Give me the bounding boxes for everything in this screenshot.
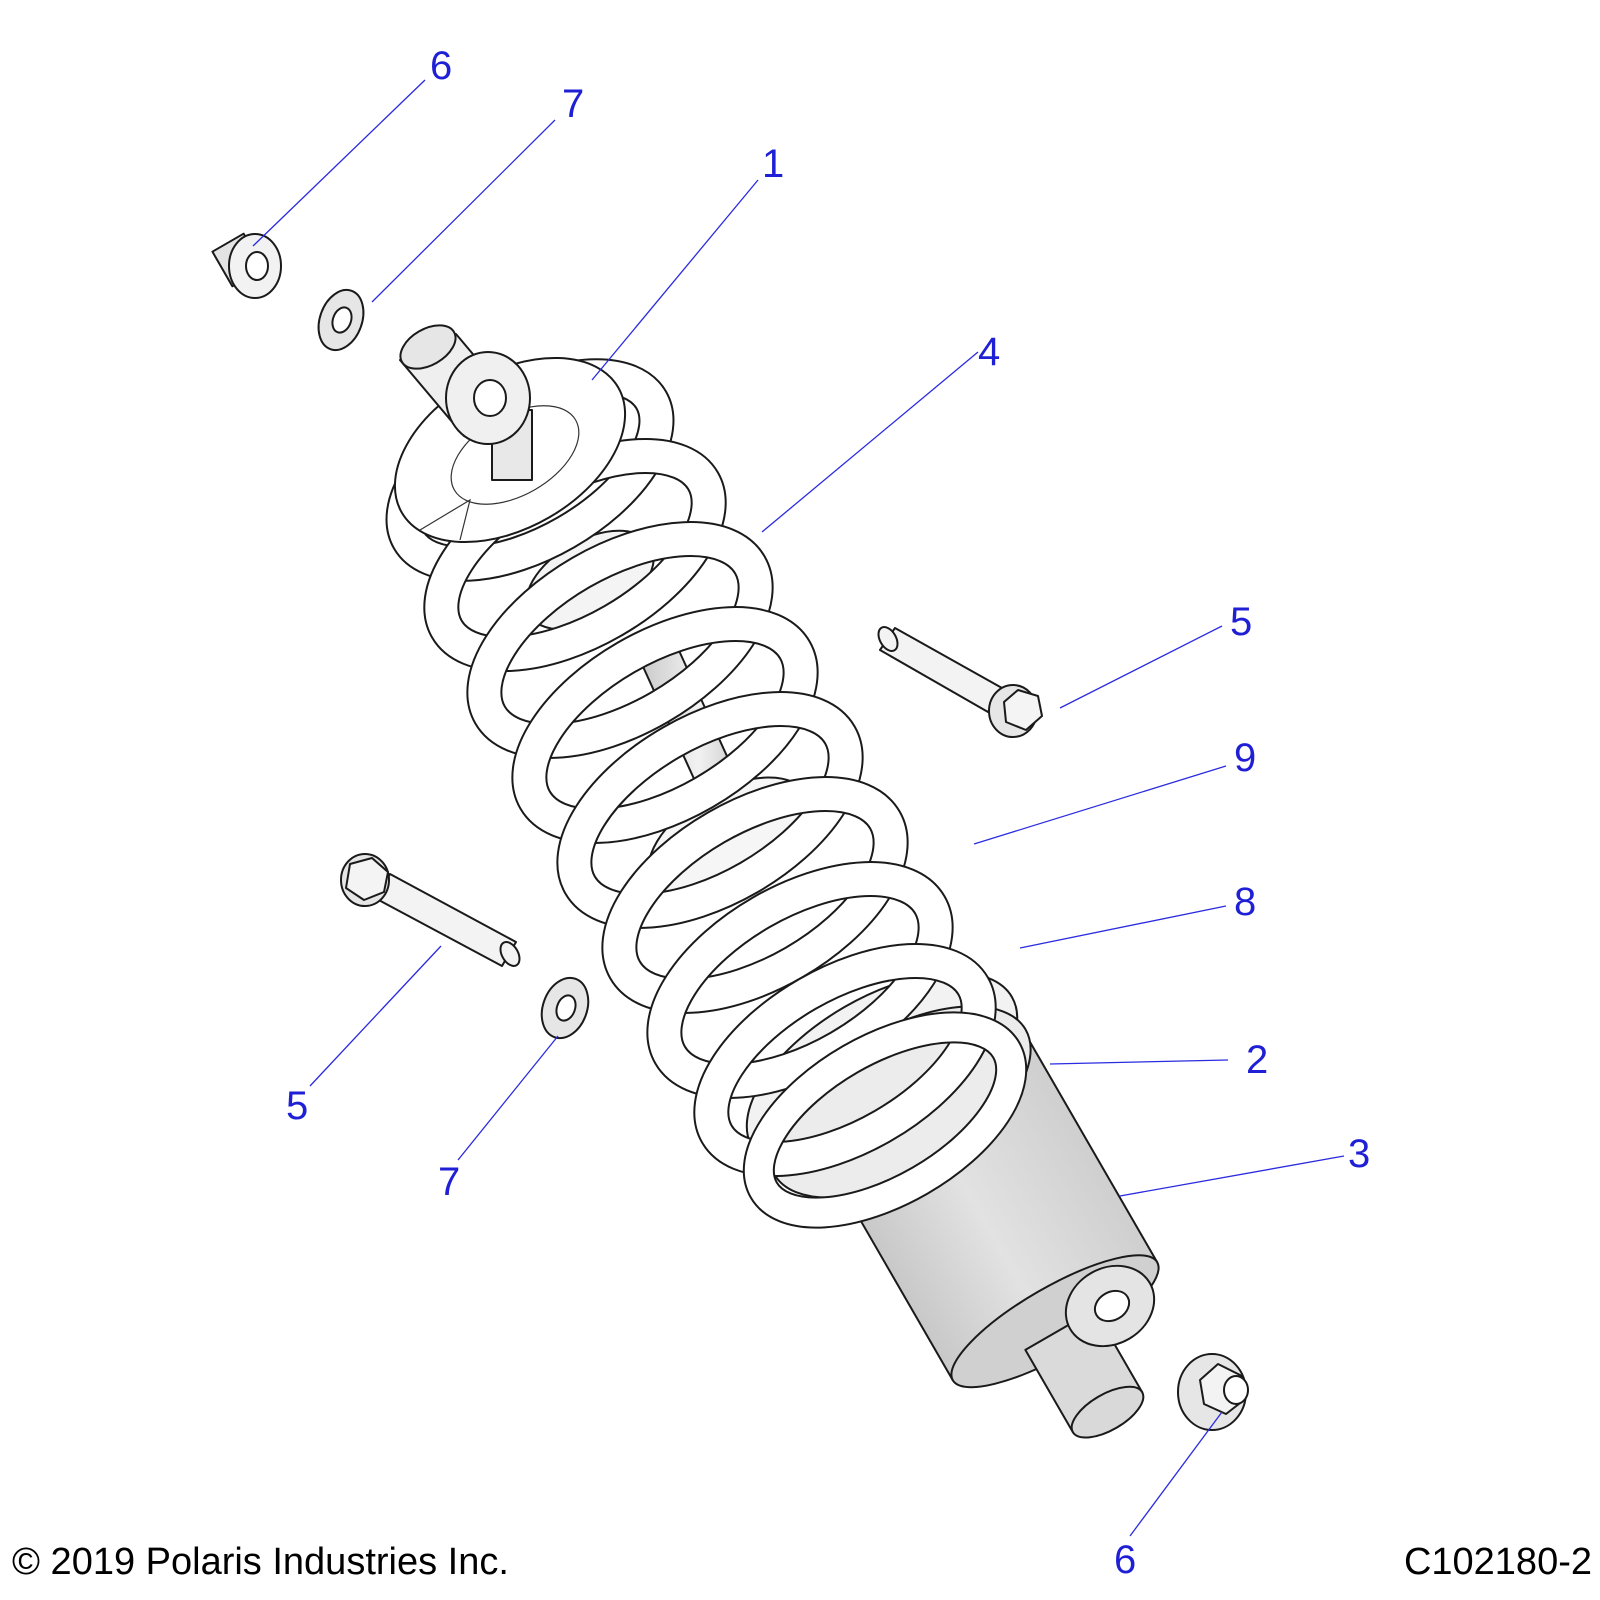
leader-6-top (252, 79, 426, 247)
callout-5-right: 5 (1230, 600, 1253, 644)
leader-5-right (1059, 625, 1223, 709)
leader-1 (591, 179, 759, 381)
callout-9: 9 (1234, 736, 1257, 780)
leader-7-bottom (457, 1035, 559, 1161)
flange-bushing-top (211, 232, 282, 299)
callout-4: 4 (978, 330, 1001, 374)
leader-9 (973, 765, 1227, 845)
bolt-right (877, 626, 1043, 738)
leader-6-bottom (1129, 1411, 1223, 1537)
callout-6-bottom: 6 (1114, 1538, 1137, 1582)
leader-4 (761, 351, 979, 533)
callout-7-top: 7 (562, 82, 585, 126)
washer-top (317, 288, 365, 352)
copyright-notice: © 2019 Polaris Industries Inc. (12, 1541, 509, 1583)
callout-5-left: 5 (286, 1084, 309, 1128)
callout-7-bottom: 7 (438, 1160, 461, 1204)
washer-bottom (540, 976, 590, 1040)
flange-nut-bottom (1177, 1353, 1249, 1431)
leader-lines (252, 79, 1345, 1537)
leader-3 (1119, 1155, 1345, 1197)
bolt-left (340, 853, 521, 967)
callout-1: 1 (762, 142, 785, 186)
leader-7-top (371, 119, 556, 303)
leader-2 (1049, 1059, 1229, 1065)
callout-3: 3 (1348, 1132, 1371, 1176)
figure-id: C102180-2 (1403, 1541, 1592, 1583)
lower-eyelet (1064, 1264, 1156, 1348)
upper-eye-mount (399, 324, 533, 481)
leader-5-left (309, 945, 442, 1087)
callout-8: 8 (1234, 880, 1257, 924)
callout-2: 2 (1246, 1038, 1269, 1082)
shock-assembly (385, 324, 1160, 1439)
leader-8 (1019, 905, 1227, 949)
callout-6-top: 6 (430, 44, 453, 88)
